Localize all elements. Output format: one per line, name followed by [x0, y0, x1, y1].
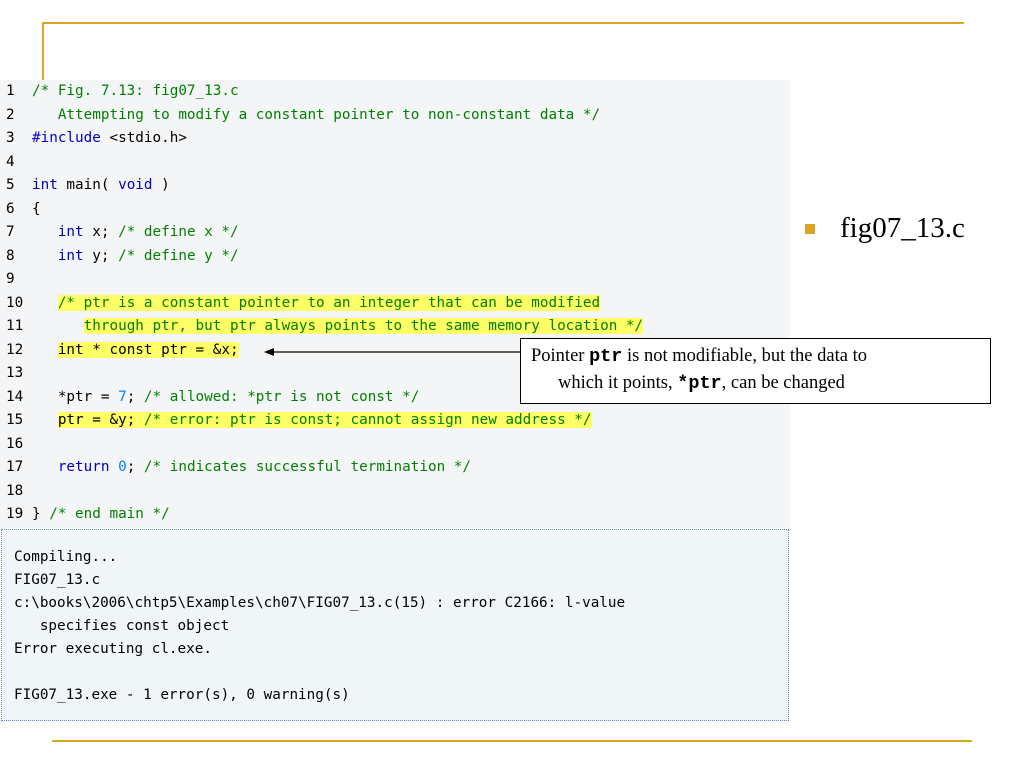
code-line: 2 Attempting to modify a constant pointe… [0, 104, 600, 128]
line-number: 11 [6, 318, 24, 334]
line-number: 14 [6, 388, 24, 405]
output-line: FIG07_13.c [14, 572, 101, 588]
code-token: through ptr, but ptr always points to th… [83, 318, 644, 334]
line-number: 10 [6, 294, 24, 311]
code-token: /* define x */ [118, 224, 239, 240]
code-line: 10 /* ptr is a constant pointer to an in… [0, 292, 601, 316]
bullet-square-icon [805, 224, 815, 234]
code-token: ; [126, 388, 144, 405]
line-number: 4 [6, 153, 15, 170]
bullet-filename: fig07_13.c [840, 212, 965, 244]
line-number: 3 [6, 130, 15, 146]
line-number: 13 [6, 365, 24, 381]
code-line: 13 [0, 362, 32, 386]
code-token: main( [57, 177, 119, 193]
code-token: int [57, 247, 84, 264]
output-line: c:\books\2006\chtp5\Examples\ch07\FIG07_… [14, 595, 626, 611]
top-frame-line [42, 22, 964, 24]
code-token: x; [83, 224, 119, 240]
callout-code-ptr: ptr [589, 346, 623, 367]
code-token: int [57, 224, 84, 240]
code-token: /* Fig. 7.13: fig07_13.c [32, 83, 239, 99]
code-token: Attempting to modify a constant pointer … [32, 106, 601, 123]
callout-text-2: is not modifiable, but the data to [622, 346, 867, 366]
line-number: 18 [6, 482, 24, 499]
code-line: 12 int * const ptr = &x; [0, 339, 239, 363]
line-number: 7 [6, 224, 15, 240]
callout-text-3: which it points, [558, 373, 678, 393]
line-number: 6 [6, 200, 15, 217]
output-line: FIG07_13.exe - 1 error(s), 0 warning(s) [14, 687, 350, 703]
code-line: 6{ [0, 198, 41, 222]
left-frame-line [42, 22, 44, 80]
line-number: 5 [6, 177, 15, 193]
code-line: 14 *ptr = 7; /* allowed: *ptr is not con… [0, 386, 419, 410]
code-token: <stdio.h> [100, 130, 187, 146]
output-line: Error executing cl.exe. [14, 641, 212, 657]
code-token: /* allowed: *ptr is not const */ [143, 388, 420, 405]
callout-text-1: Pointer [531, 346, 590, 366]
line-number: 16 [6, 435, 24, 452]
code-token: ) [152, 177, 170, 193]
callout-text-4: , can be changed [721, 373, 845, 393]
line-number: 15 [6, 412, 24, 428]
code-token: int [32, 177, 58, 193]
code-line: 7 int x; /* define x */ [0, 221, 239, 245]
code-line: 5 int main( void ) [0, 174, 170, 198]
line-number: 2 [6, 106, 15, 123]
code-token: return [57, 459, 110, 475]
code-token: ptr = &y; [57, 412, 144, 428]
compiler-output: Compiling... FIG07_13.c c:\books\2006\chtp… [1, 529, 789, 721]
code-token: } [32, 506, 50, 522]
line-number: 8 [6, 247, 15, 264]
code-token: 7 [118, 388, 127, 405]
code-line: 18 [0, 480, 32, 504]
code-line: 1 /* Fig. 7.13: fig07_13.c [0, 80, 239, 104]
code-token: int * const ptr = &x; [57, 341, 239, 358]
code-line: 19} /* end main */ [0, 503, 170, 527]
code-line: 11 through ptr, but ptr always points to… [0, 315, 644, 339]
code-token: ; [126, 459, 144, 475]
code-token: /* indicates successful termination */ [143, 459, 472, 475]
code-line: 9 [0, 268, 32, 292]
code-listing: 1 /* Fig. 7.13: fig07_13.c 2 Attempting to… [0, 80, 790, 528]
line-number: 1 [6, 83, 15, 99]
callout-box: Pointer ptr is not modifiable, but the d… [520, 338, 991, 404]
code-token: void [118, 177, 153, 193]
code-token: *ptr = [32, 388, 119, 405]
line-number: 12 [6, 341, 24, 358]
code-token: { [32, 200, 41, 217]
code-line: 15 ptr = &y; /* error: ptr is const; can… [0, 409, 592, 433]
code-token: /* end main */ [49, 506, 170, 522]
code-token: y; [83, 247, 119, 264]
code-line: 16 [0, 433, 32, 457]
code-token: /* error: ptr is const; cannot assign ne… [143, 412, 592, 428]
code-line: 3 #include <stdio.h> [0, 127, 187, 151]
line-number: 9 [6, 271, 15, 287]
code-line: 17 return 0; /* indicates successful ter… [0, 456, 471, 480]
line-number: 19 [6, 506, 24, 522]
code-token: #include [32, 130, 101, 146]
code-token: /* ptr is a constant pointer to an integ… [57, 294, 601, 311]
code-line: 4 [0, 151, 32, 175]
line-number: 17 [6, 459, 24, 475]
code-token: 0 [118, 459, 127, 475]
output-line: specifies const object [14, 618, 230, 634]
code-line: 8 int y; /* define y */ [0, 245, 239, 269]
callout-code-deref: *ptr [677, 373, 722, 394]
output-line: Compiling... [14, 549, 118, 565]
code-token: /* define y */ [118, 247, 239, 264]
bottom-frame-line [52, 740, 972, 742]
